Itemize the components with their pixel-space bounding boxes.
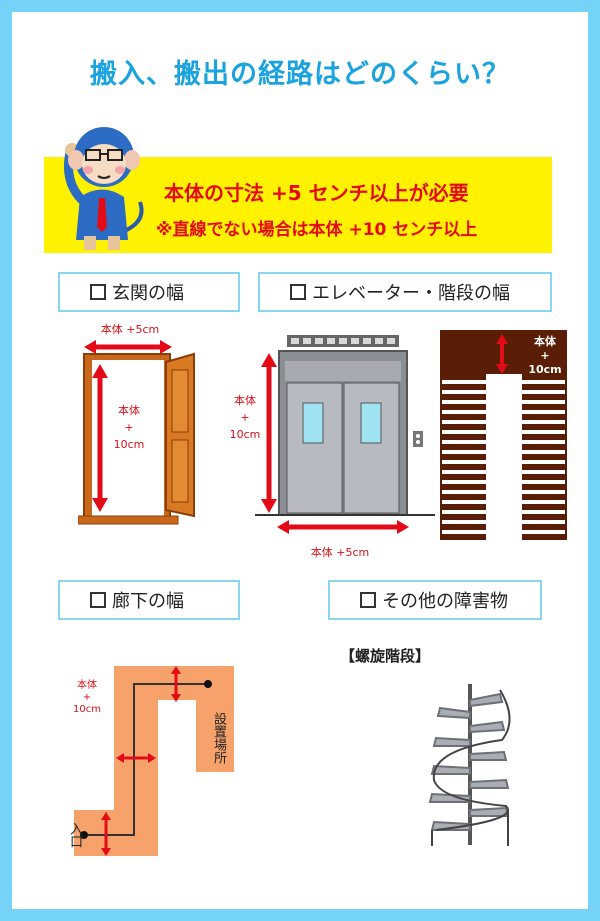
other-obstacles-check[interactable]: その他の障害物 — [328, 580, 542, 620]
entrance-width-label: 玄関の幅 — [112, 283, 184, 304]
hallway-size-label-line3: 10cm — [73, 704, 101, 715]
hallway-checkbox-icon — [90, 592, 106, 608]
elevator-width-label: 本体 +5cm — [310, 546, 370, 559]
spiral-staircase-caption: 【螺旋階段】 — [340, 647, 431, 665]
elevator-stairs-width-label: エレベーター・階段の幅 — [312, 283, 510, 304]
hallway-size-label: 本体 + 10cm — [62, 680, 112, 716]
hallway-width-check[interactable]: 廊下の幅 — [58, 580, 240, 620]
stairs-label: 本体 + 10cm — [522, 335, 568, 377]
door-height-label-line2: + — [124, 421, 134, 434]
door-height-label-line1: 本体 — [118, 404, 140, 417]
entrance-checkbox-icon — [90, 284, 106, 300]
spiral-staircase-icon — [428, 684, 511, 846]
stairs-illustration — [440, 330, 567, 540]
elevator-illustration — [255, 335, 435, 534]
hallway-size-label-line1: 本体 — [77, 680, 97, 691]
elevator-stairs-checkbox-icon — [290, 284, 306, 300]
stairs-label-line2: + — [540, 349, 550, 362]
door-height-label: 本体 + 10cm — [104, 402, 154, 453]
stairs-label-line3: 10cm — [528, 363, 562, 376]
hallway-size-label-line2: + — [82, 692, 92, 703]
elevator-height-label-line2: + — [240, 411, 250, 424]
page-title: 搬入、搬出の経路はどのくらい？ — [90, 59, 510, 90]
banner-note-text: ※直線でない場合は本体 +10 センチ以上 — [156, 220, 478, 240]
door-illustration — [78, 340, 195, 525]
entrance-label: 入口 — [67, 822, 82, 848]
installation-location-label: 設置場所 — [211, 712, 226, 764]
hallway-diagram — [74, 666, 234, 856]
elevator-stairs-width-check[interactable]: エレベーター・階段の幅 — [258, 272, 552, 312]
door-height-label-line3: 10cm — [113, 438, 145, 451]
hallway-width-label: 廊下の幅 — [112, 591, 184, 612]
other-obstacles-label: その他の障害物 — [382, 591, 508, 612]
stairs-label-line1: 本体 — [534, 335, 556, 348]
entrance-width-check[interactable]: 玄関の幅 — [58, 272, 240, 312]
other-obstacles-checkbox-icon — [360, 592, 376, 608]
banner-main-text: 本体の寸法 +5 センチ以上が必要 — [164, 181, 469, 205]
elevator-height-label-line1: 本体 — [234, 394, 256, 407]
monkey-mascot-icon — [64, 127, 144, 250]
door-width-label: 本体 +5cm — [100, 323, 160, 336]
elevator-height-label-line3: 10cm — [229, 428, 261, 441]
elevator-height-label: 本体 + 10cm — [225, 392, 265, 443]
